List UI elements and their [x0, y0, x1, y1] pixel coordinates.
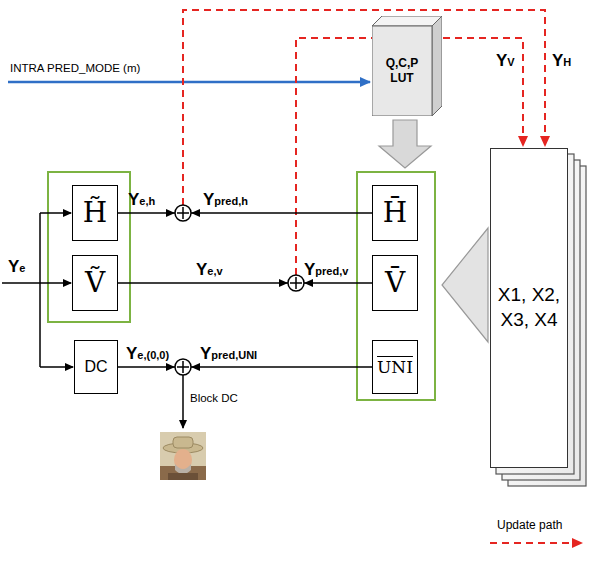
dc-box: DC: [74, 340, 118, 394]
signal-line: [118, 366, 372, 368]
mode-label: INTRA PRED_MODE (m): [10, 62, 140, 76]
photo-icon: [160, 432, 206, 480]
transform-box: Ṽ: [72, 255, 118, 311]
junction-arrowheads: [166, 209, 313, 371]
basis-box: H̄: [372, 185, 418, 241]
note-label: Block DC: [190, 392, 238, 406]
node-text: DC: [84, 358, 107, 376]
signal-name: Ye,h: [128, 191, 155, 208]
lut-box: Q,C,P LUT: [372, 16, 442, 116]
node-text: H̃: [83, 198, 107, 229]
junction-circles: [175, 205, 304, 375]
transform-box: H̃: [72, 185, 118, 241]
legend-text: Update path: [497, 518, 562, 532]
signal-line: [118, 282, 372, 284]
signal-name: YV: [496, 52, 515, 69]
legend-line: [490, 542, 582, 544]
signal-name: Ypred,UNI: [200, 345, 257, 362]
stack-output-arrow: [442, 228, 488, 342]
block-dc-arrow: [182, 375, 184, 428]
signal-name: Ypred,v: [304, 261, 348, 278]
signal-name: YH: [552, 52, 571, 69]
signal-line: [118, 212, 372, 214]
analysis-group: [48, 172, 130, 322]
signal-name: Ye,v: [196, 261, 223, 278]
synthesis-group: [357, 172, 435, 400]
basis-box: UNI: [372, 340, 418, 394]
node-text: V̄: [385, 268, 405, 299]
signal-name: Ye: [8, 258, 25, 275]
node-text: UNI: [377, 357, 413, 377]
node-text: Ṽ: [85, 268, 105, 299]
basis-box: V̄: [372, 255, 418, 311]
page-stack-front: X1, X2, X3, X4: [490, 148, 568, 468]
mode-arrow: [8, 81, 370, 84]
signal-name: Ypred,h: [203, 191, 248, 208]
junction-plus: [177, 207, 302, 373]
node-text: Q,C,P LUT: [377, 56, 427, 86]
node-text: H̄: [383, 198, 407, 229]
input-wires: [2, 213, 73, 367]
signal-name: Ye,(0,0): [126, 345, 169, 362]
node-text: X1, X2, X3, X4: [497, 283, 561, 332]
lut-output-arrow: [379, 120, 431, 168]
